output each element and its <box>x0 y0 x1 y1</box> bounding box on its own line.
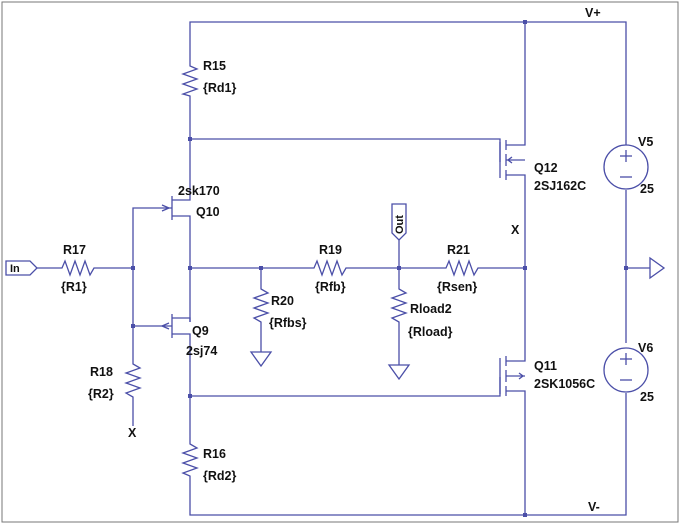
v5-name-label: V5 <box>638 135 653 149</box>
v6-name-label: V6 <box>638 341 653 355</box>
bottom-rail-wire <box>189 393 627 516</box>
no-connect-marker-output: X <box>511 223 520 237</box>
v5-value-label: 25 <box>640 182 654 196</box>
q10-gate-wire <box>132 207 172 268</box>
resistor-r18-symbol <box>124 360 142 408</box>
transistor-q12-symbol <box>499 130 526 184</box>
junction-dot <box>131 266 135 270</box>
junction-dot <box>188 266 192 270</box>
resistor-rload2-symbol <box>390 285 408 333</box>
r15-value-label: {Rd1} <box>203 81 236 95</box>
r18-value-label: {R2} <box>88 387 114 401</box>
q9-gate-wire <box>132 268 172 327</box>
r15-name-label: R15 <box>203 59 226 73</box>
q9-model-label: 2sj74 <box>186 344 217 358</box>
junction-dot <box>523 266 527 270</box>
junction-dot <box>624 266 628 270</box>
q12-gate-wire <box>190 138 501 162</box>
v6-value-label: 25 <box>640 390 654 404</box>
r19-value-label: {Rfb} <box>315 280 346 294</box>
r17-value-label: {R1} <box>61 280 87 294</box>
q12-model-label: 2SJ162C <box>534 179 586 193</box>
q11-name-label: Q11 <box>534 359 557 373</box>
resistor-r15-symbol <box>180 62 199 98</box>
no-connect-marker-r18: X <box>128 426 137 440</box>
input-port-label: In <box>10 263 20 275</box>
q9-name-label: Q9 <box>192 324 209 338</box>
resistor-r17-symbol <box>58 259 98 277</box>
transistor-q9-symbol <box>160 314 191 352</box>
r20-value-label: {Rfbs} <box>269 316 307 330</box>
resistor-r20-symbol <box>252 285 270 333</box>
q10-model-label: 2sk170 <box>178 184 220 198</box>
junction-dot <box>188 394 192 398</box>
q11-gate-wire <box>190 377 501 397</box>
junction-dot <box>259 266 263 270</box>
input-port-symbol <box>5 260 38 276</box>
junction-dot <box>131 324 135 328</box>
ground-supply-symbol <box>649 256 666 280</box>
r19-name-label: R19 <box>319 243 342 257</box>
transistor-q10-symbol <box>161 185 191 220</box>
junctions <box>131 20 628 517</box>
junction-dot <box>523 20 527 24</box>
junction-dot <box>397 266 401 270</box>
r16-name-label: R16 <box>203 447 226 461</box>
q11-model-label: 2SK1056C <box>534 377 595 391</box>
output-port-symbol <box>391 203 407 241</box>
transistor-q11-symbol <box>499 348 526 402</box>
resistor-r16-symbol <box>181 440 199 488</box>
voltage-source-v6-symbol <box>603 347 649 393</box>
voltage-source-v5-symbol <box>603 144 649 190</box>
junction-dot <box>188 137 192 141</box>
supply-negative-label: V- <box>588 500 600 514</box>
rload2-name-label: Rload2 <box>410 302 452 316</box>
r20-name-label: R20 <box>271 294 294 308</box>
supply-positive-label: V+ <box>585 6 601 20</box>
ground-rload-symbol <box>387 364 411 381</box>
r21-name-label: R21 <box>447 243 470 257</box>
output-port-label: Out <box>394 215 406 234</box>
resistor-r21-symbol <box>440 259 488 277</box>
junction-dot <box>523 513 527 517</box>
ground-r20-symbol <box>249 351 273 368</box>
r16-value-label: {Rd2} <box>203 469 236 483</box>
q10-name-label: Q10 <box>196 205 220 219</box>
r21-value-label: {Rsen} <box>437 280 477 294</box>
wires <box>37 21 650 516</box>
top-rail-wire <box>189 21 627 145</box>
resistor-r19-symbol <box>308 259 356 277</box>
rload2-value-label: {Rload} <box>408 325 453 339</box>
r17-name-label: R17 <box>63 243 86 257</box>
q12-name-label: Q12 <box>534 161 558 175</box>
r18-name-label: R18 <box>90 365 113 379</box>
